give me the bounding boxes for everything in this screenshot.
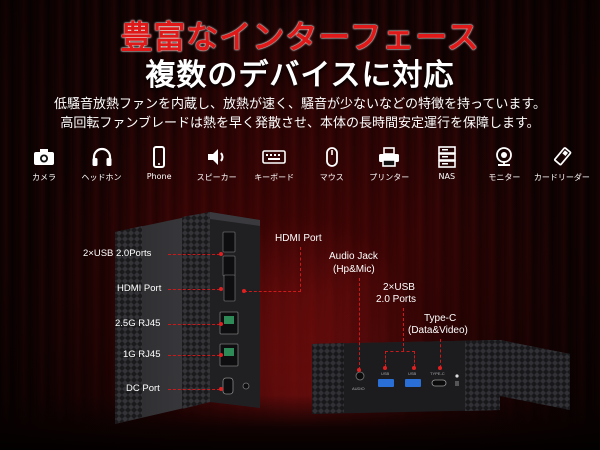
callout-audio-line2: (Hp&Mic)	[333, 264, 375, 275]
leader-line	[168, 389, 220, 390]
callout-hdmi-top: HDMI Port	[275, 233, 322, 244]
headline-line1: 豊富なインターフェース	[120, 18, 480, 56]
device-phone: Phone	[133, 146, 185, 183]
leader-line	[168, 254, 220, 255]
leader-dot	[412, 366, 416, 370]
callout-typec-line2: (Data&Video)	[408, 325, 468, 336]
device-label: キーボード	[254, 173, 295, 182]
device-label: モニター	[488, 173, 521, 182]
leader-line	[440, 339, 441, 368]
mouse-icon	[325, 147, 338, 167]
callout-usb-top-line1: 2×USB	[383, 282, 415, 293]
printer-icon	[379, 147, 400, 167]
monitor-icon	[496, 147, 513, 166]
leader-line	[168, 289, 220, 290]
device-camera: カメラ	[18, 146, 70, 183]
callout-usb-top-line2: 2.0 Ports	[376, 294, 417, 305]
device-label: ヘッドホン	[81, 173, 122, 182]
leader-line	[244, 291, 301, 292]
device-label: マウス	[319, 173, 344, 182]
leader-line	[168, 355, 220, 356]
callout-typec-line1: Type-C	[424, 313, 457, 324]
phone-icon	[153, 146, 166, 168]
device-speaker: スピーカー	[191, 146, 243, 183]
device-label: Phone	[146, 172, 172, 181]
device-label: NAS	[438, 172, 456, 181]
leader-dot	[219, 287, 223, 291]
description-line2: 高回転ファンブレードは熱を早く発散させ、本体の長時間安定運行を保障します。	[60, 116, 540, 131]
callout-hdmi-left: HDMI Port	[117, 283, 162, 294]
card-reader-icon	[553, 147, 572, 166]
mini-pc-vertical	[115, 212, 260, 424]
svg-text:USB: USB	[381, 371, 390, 376]
leader-dot	[438, 366, 442, 370]
device-label: カメラ	[32, 173, 56, 182]
svg-text:USB: USB	[408, 371, 417, 376]
device-monitor: モニター	[478, 146, 530, 183]
leader-dot	[219, 252, 223, 256]
speaker-icon	[207, 149, 224, 165]
leader-dot	[219, 353, 223, 357]
leader-dot	[383, 366, 387, 370]
leader-line	[168, 324, 220, 325]
device-label: カードリーダー	[533, 173, 590, 182]
device-headphones: ヘッドホン	[76, 146, 128, 183]
leader-line	[300, 247, 301, 292]
nas-icon	[438, 146, 456, 168]
description-line1: 低騒音放熱ファンを内蔵し、放熱が速く、騒音が少ないなどの特徴を持っています。	[53, 97, 547, 112]
callout-usb-left: 2×USB 2.0Ports	[83, 248, 152, 259]
leader-dot	[242, 289, 246, 293]
device-mouse: マウス	[306, 146, 358, 183]
svg-text:AUDIO: AUDIO	[352, 386, 365, 391]
svg-text:TYPE-C: TYPE-C	[430, 371, 445, 376]
device-label: スピーカー	[196, 173, 237, 182]
headphones-icon	[92, 147, 112, 166]
device-printer: プリンター	[363, 146, 415, 183]
mini-pc-horizontal: AUDIO USB USB TYPE-C	[312, 340, 570, 414]
camera-icon	[34, 149, 54, 165]
leader-dot	[357, 368, 361, 372]
callout-rj45-25g: 2.5G RJ45	[115, 318, 161, 329]
leader-line	[385, 351, 415, 352]
leader-line	[359, 278, 360, 370]
keyboard-icon	[262, 150, 286, 164]
callout-audio-line1: Audio Jack	[329, 251, 378, 262]
headline-line2: 複数のデバイスに対応	[145, 58, 455, 93]
leader-line	[414, 351, 415, 367]
device-card-reader: カードリーダー	[533, 146, 590, 183]
device-nas: NAS	[421, 146, 473, 183]
callout-dc: DC Port	[126, 383, 160, 394]
leader-dot	[219, 387, 223, 391]
leader-line	[385, 351, 386, 367]
leader-line	[403, 308, 404, 351]
callout-rj45-1g: 1G RJ45	[123, 349, 161, 360]
device-icon-row: カメラ ヘッドホン Phone スピーカー キーボード マウス プリンター N	[18, 146, 590, 183]
device-label: プリンター	[369, 173, 410, 182]
device-keyboard: キーボード	[248, 146, 300, 183]
leader-dot	[219, 322, 223, 326]
